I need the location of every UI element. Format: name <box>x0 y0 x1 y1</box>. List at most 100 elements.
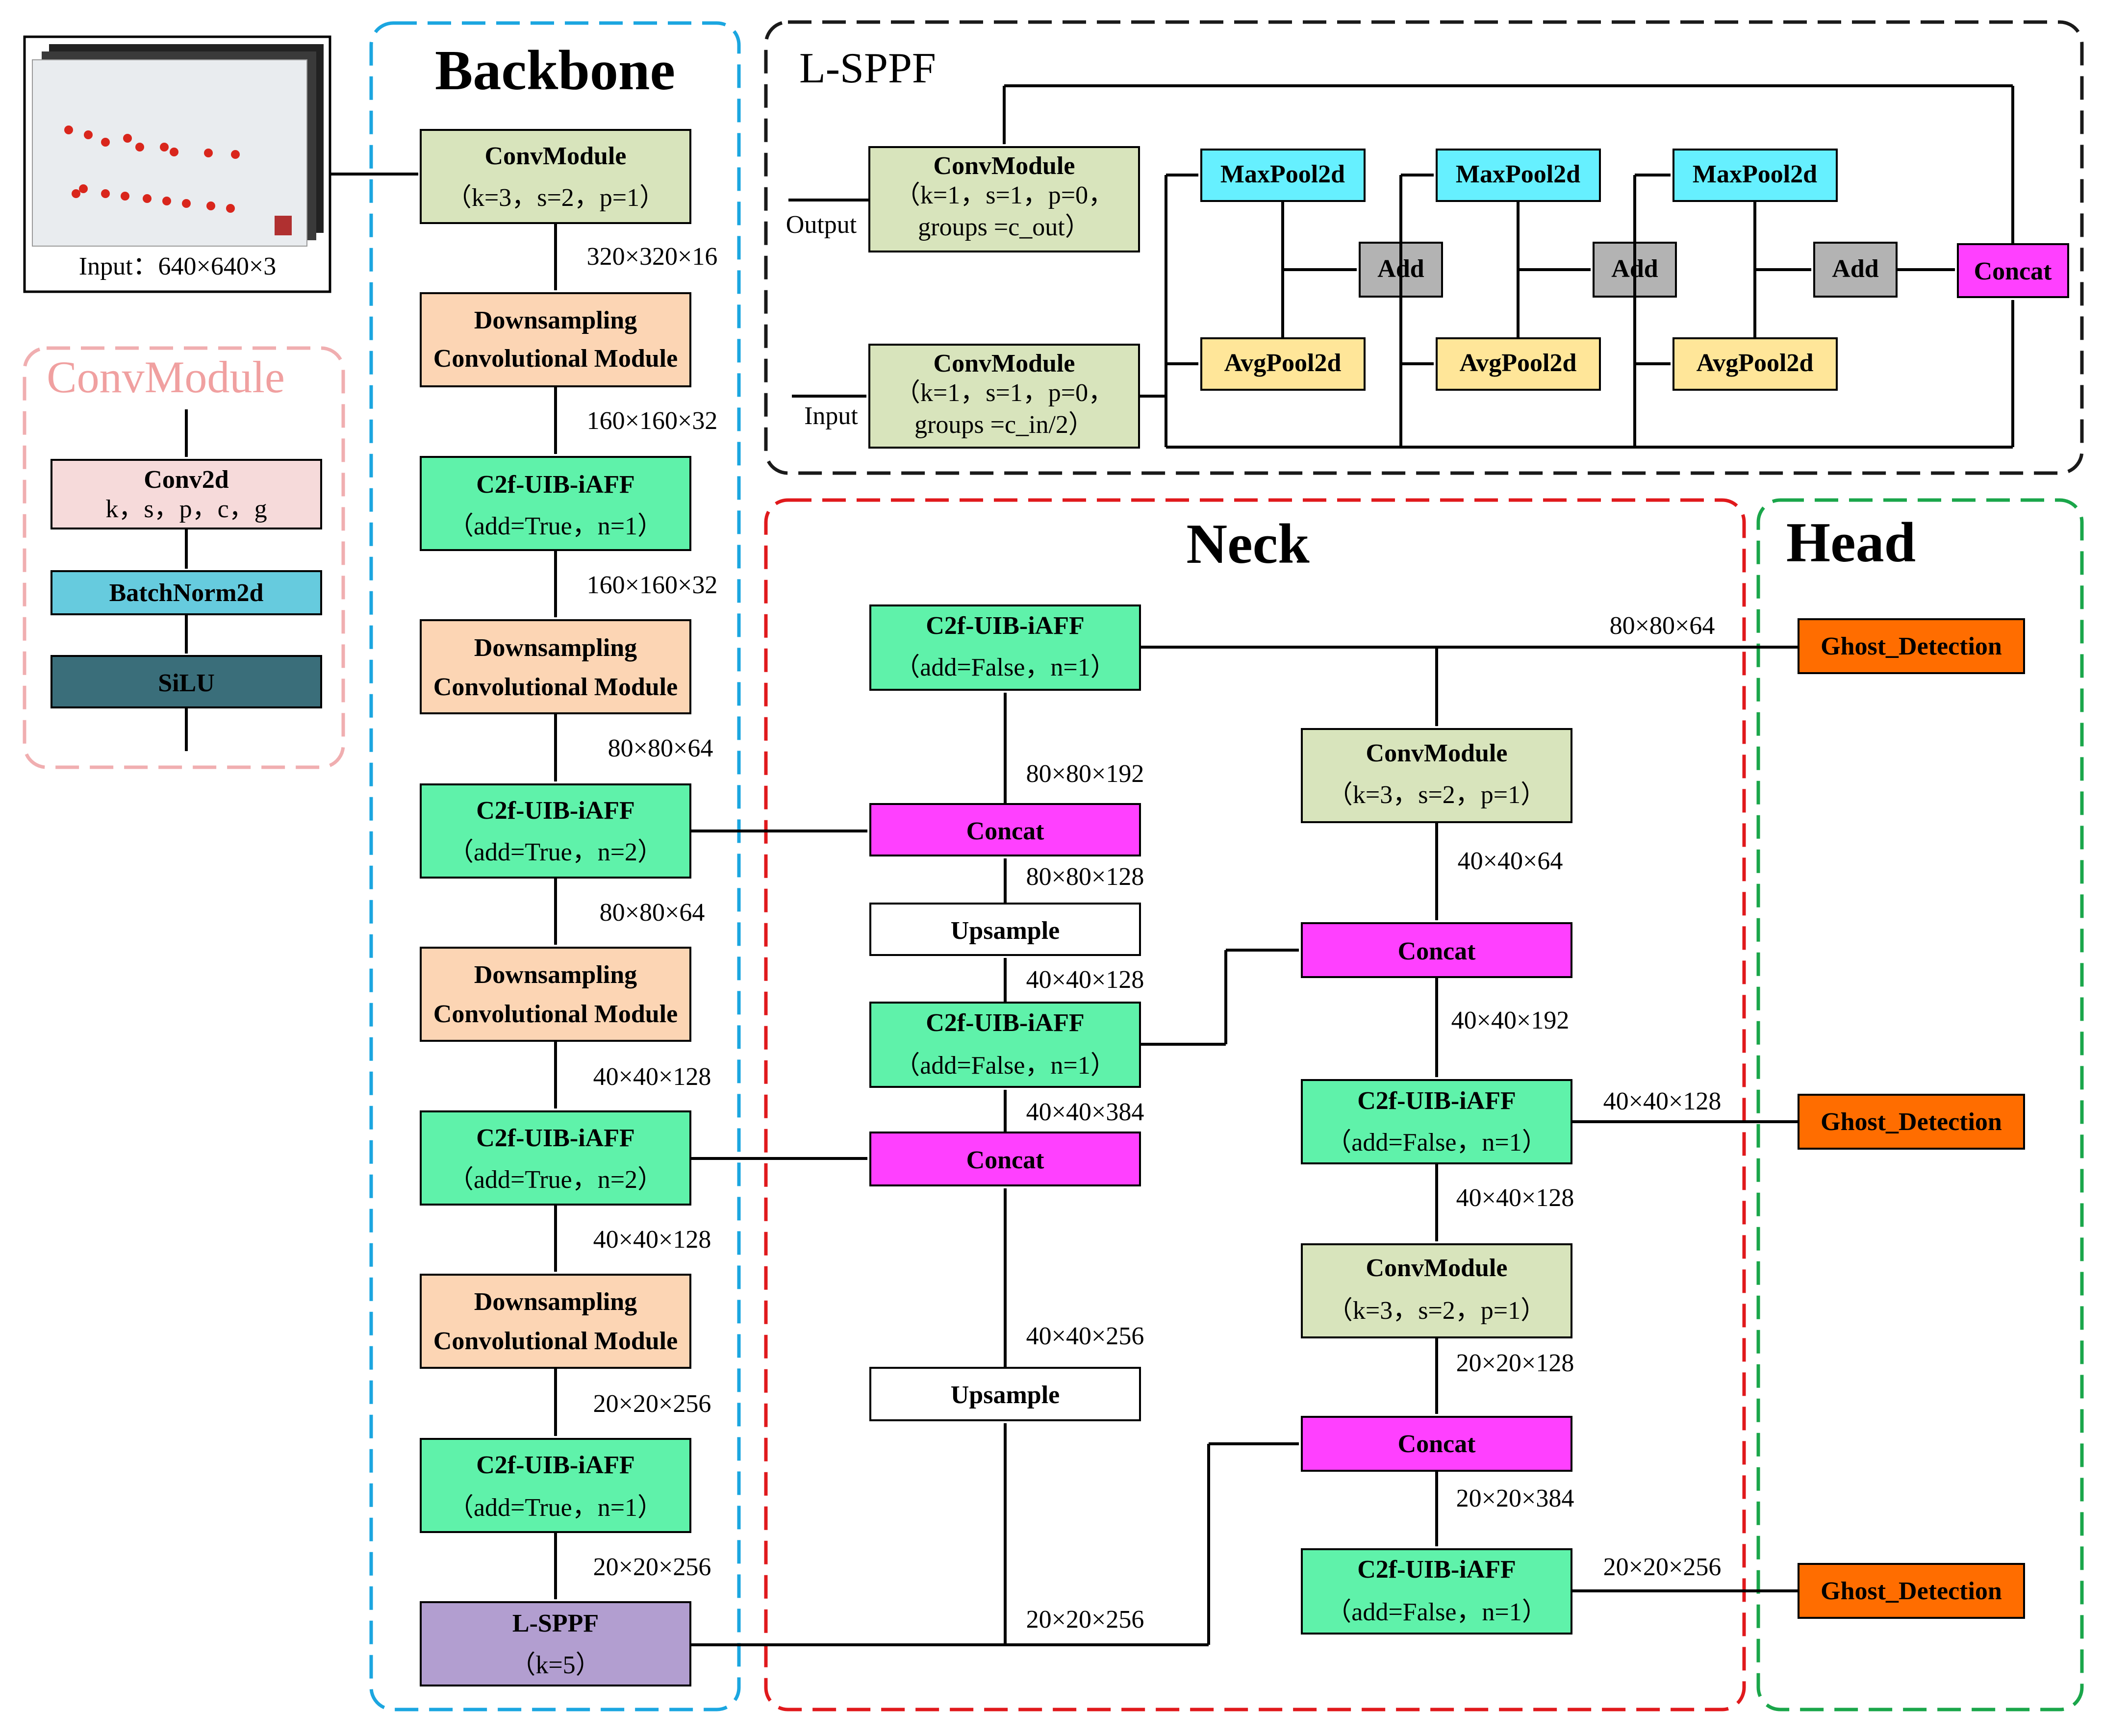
convmodule-frame <box>23 346 345 769</box>
avgpool-2-label: AvgPool2d <box>1460 349 1577 377</box>
downsampling-4-line2: Convolutional Module <box>433 1327 678 1355</box>
downsampling-1-line2: Convolutional Module <box>433 345 678 373</box>
neck-title: Neck <box>1186 513 1310 576</box>
lsppf-avgpool-1: AvgPool2d <box>1200 337 1366 391</box>
backbone-c2f-4: C2f-UIB-iAFF （add=True，n=1） <box>420 1438 691 1533</box>
neck-c2f-top-title: C2f-UIB-iAFF <box>926 612 1085 640</box>
head-dim-1: 80×80×64 <box>1610 612 1715 640</box>
lsppf-avgpool-2: AvgPool2d <box>1436 337 1601 391</box>
lsppf-conv-top: ConvModule （k=1，s=1，p=0， groups =c_out） <box>868 146 1140 252</box>
neck-concat-1-label: Concat <box>966 817 1045 845</box>
neck-conv-2: ConvModule （k=3，s=2，p=1） <box>1301 1243 1572 1338</box>
lsppf-conv-bottom-params2: groups =c_in/2） <box>914 411 1094 439</box>
backbone-c2f-3: C2f-UIB-iAFF （add=True，n=2） <box>420 1110 691 1206</box>
neck-upsample-2: Upsample <box>869 1367 1141 1421</box>
lsppf-wires <box>1003 84 2014 449</box>
backbone-c2f-1: C2f-UIB-iAFF （add=True，n=1） <box>420 456 691 551</box>
neck-upsample-2-label: Upsample <box>951 1381 1060 1409</box>
c2f-1-title: C2f-UIB-iAFF <box>476 471 635 499</box>
dim-label: 80×80×64 <box>600 899 705 927</box>
lsppf-concat-label: Concat <box>1974 257 2052 285</box>
dim-label: 40×40×128 <box>1456 1184 1574 1212</box>
dim-label: 40×40×128 <box>593 1226 711 1254</box>
legend-conv2d: Conv2d k，s，p，c，g <box>51 459 322 529</box>
dim-label: 40×40×64 <box>1458 847 1563 875</box>
maxpool-3-label: MaxPool2d <box>1693 160 1817 188</box>
neck-c2f-right-1-params: （add=False，n=1） <box>1326 1129 1547 1157</box>
backbone-c2f-2: C2f-UIB-iAFF （add=True，n=2） <box>420 783 691 879</box>
neck-c2f-top-params: （add=False，n=1） <box>894 654 1116 681</box>
c2f-3-params: （add=True，n=2） <box>448 1166 663 1194</box>
legend-silu-label: SiLU <box>158 669 215 697</box>
c2f-1-params: （add=True，n=1） <box>448 512 663 540</box>
c2f-2-title: C2f-UIB-iAFF <box>476 797 635 825</box>
neck-wires <box>690 646 1799 1646</box>
maxpool-2-label: MaxPool2d <box>1456 160 1580 188</box>
dim-label: 20×20×128 <box>1456 1349 1574 1377</box>
neck-c2f-mid: C2f-UIB-iAFF （add=False，n=1） <box>869 1002 1141 1088</box>
dim-label: 20×20×256 <box>593 1553 711 1581</box>
maxpool-1-label: MaxPool2d <box>1220 160 1345 188</box>
downsampling-2-line2: Convolutional Module <box>433 673 678 701</box>
neck-concat-4: Concat <box>1301 1416 1572 1472</box>
dim-label: 40×40×192 <box>1451 1006 1570 1034</box>
neck-concat-2: Concat <box>869 1132 1141 1186</box>
dim-label: 20×20×256 <box>593 1390 711 1418</box>
lsppf-add-3: Add <box>1813 242 1898 298</box>
dim-label: 80×80×192 <box>1026 760 1144 788</box>
dim-label: 20×20×256 <box>1026 1606 1144 1634</box>
ghost-detection-3-label: Ghost_Detection <box>1821 1577 2002 1605</box>
lsppf-maxpool-2: MaxPool2d <box>1436 149 1601 202</box>
neck-concat-1: Concat <box>869 803 1141 856</box>
dim-label: 20×20×384 <box>1456 1484 1574 1512</box>
lsppf-conv-bottom: ConvModule （k=1，s=1，p=0， groups =c_in/2） <box>868 344 1140 449</box>
input-image <box>23 35 331 293</box>
backbone-convmodule-params: （k=3，s=2，p=1） <box>446 184 665 212</box>
legend-batchnorm-label: BatchNorm2d <box>109 579 264 607</box>
dim-label: 80×80×128 <box>1026 863 1144 891</box>
neck-conv-2-params: （k=3，s=2，p=1） <box>1327 1297 1546 1325</box>
lsppf-input-label: Input <box>804 402 858 430</box>
downsampling-3-line1: Downsampling <box>474 961 637 989</box>
backbone-title: Backbone <box>435 39 675 102</box>
backbone-convmodule-title: ConvModule <box>485 142 627 170</box>
lsppf-conv-top-title: ConvModule <box>934 152 1075 180</box>
avgpool-3-label: AvgPool2d <box>1697 349 1814 377</box>
head-dim-2: 40×40×128 <box>1603 1087 1722 1115</box>
c2f-3-title: C2f-UIB-iAFF <box>476 1124 635 1152</box>
legend-conv2d-label: Conv2d <box>144 466 228 494</box>
neck-upsample-1: Upsample <box>869 903 1141 956</box>
lsppf-conv-bottom-title: ConvModule <box>934 350 1075 377</box>
neck-conv-1: ConvModule （k=3，s=2，p=1） <box>1301 728 1572 823</box>
legend-silu: SiLU <box>51 655 322 708</box>
neck-dims: 80×80×192 80×80×128 40×40×128 40×40×384 … <box>1026 760 1574 1634</box>
legend-conv2d-params: k，s，p，c，g <box>105 495 267 523</box>
lsppf-maxpool-3: MaxPool2d <box>1672 149 1838 202</box>
neck-c2f-right-2: C2f-UIB-iAFF （add=False，n=1） <box>1301 1548 1572 1635</box>
neck-c2f-mid-title: C2f-UIB-iAFF <box>926 1009 1085 1037</box>
downsampling-2-line1: Downsampling <box>474 634 637 662</box>
lsppf-avgpool-3: AvgPool2d <box>1672 337 1838 391</box>
lsppf-conv-top-params1: （k=1，s=1，p=0， <box>895 181 1114 209</box>
convmodule-legend-title: ConvModule <box>47 352 285 402</box>
c2f-4-title: C2f-UIB-iAFF <box>476 1451 635 1479</box>
neck-c2f-right-2-params: （add=False，n=1） <box>1326 1598 1547 1626</box>
dim-label: 40×40×128 <box>1026 966 1144 994</box>
dim-label: 160×160×32 <box>587 571 718 599</box>
ghost-detection-2: Ghost_Detection <box>1798 1094 2025 1150</box>
dim-label: 320×320×16 <box>587 243 718 271</box>
ghost-detection-2-label: Ghost_Detection <box>1821 1108 2002 1136</box>
c2f-4-params: （add=True，n=1） <box>448 1494 663 1522</box>
lsppf-maxpool-1: MaxPool2d <box>1200 149 1366 202</box>
head-frame <box>1756 498 2084 1711</box>
lsppf-output-label: Output <box>786 211 857 239</box>
backbone-downsampling-4: Downsampling Convolutional Module <box>420 1274 691 1369</box>
backbone-dims: 320×320×16 160×160×32 160×160×32 80×80×6… <box>587 243 718 1581</box>
neck-concat-4-label: Concat <box>1398 1430 1476 1458</box>
c2f-2-params: （add=True，n=2） <box>448 838 663 866</box>
neck-conv-1-title: ConvModule <box>1366 739 1508 767</box>
neck-c2f-right-2-title: C2f-UIB-iAFF <box>1357 1556 1516 1584</box>
lsppf-title: L-SPPF <box>799 45 936 92</box>
input-label: Input：640×640×3 <box>79 252 276 280</box>
